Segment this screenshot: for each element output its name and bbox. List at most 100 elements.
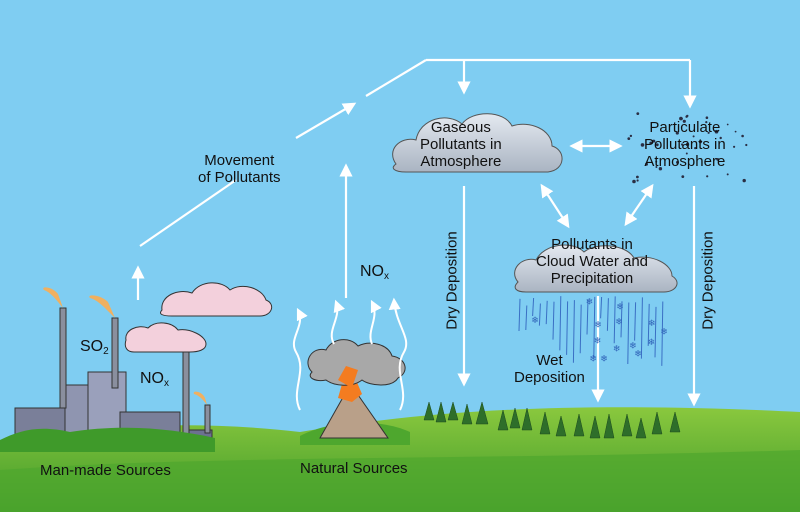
particle-dot bbox=[658, 167, 663, 171]
particle-dot bbox=[636, 112, 640, 115]
rain-streak bbox=[654, 306, 657, 358]
particle-dot bbox=[745, 143, 748, 147]
cloud-water-line-1: Pollutants in bbox=[551, 236, 633, 253]
arrow-movement-upper bbox=[295, 102, 357, 139]
rain-streak bbox=[559, 296, 562, 351]
particulate-line-3: Atmosphere bbox=[644, 153, 726, 170]
snowflake-icon: ❄ bbox=[531, 316, 539, 326]
so2-subscript: 2 bbox=[103, 346, 109, 357]
rain-streak bbox=[606, 298, 609, 331]
particle-dot bbox=[627, 137, 631, 141]
particle-dot bbox=[685, 142, 690, 147]
rain-streak bbox=[627, 302, 630, 365]
particle-dot bbox=[652, 139, 656, 143]
snowflake-icon: ❄ bbox=[648, 338, 656, 348]
dry-deposition-left-label: Dry Deposition bbox=[443, 231, 461, 330]
particulate-line-1: Particulate bbox=[649, 119, 721, 136]
particle-dot bbox=[649, 141, 653, 145]
movement-label: Movement of Pollutants bbox=[198, 152, 281, 186]
cloud-water-line-2: Cloud Water and bbox=[536, 253, 649, 270]
so2-label: SO2 bbox=[80, 338, 109, 360]
gaseous-line-2: Pollutants in bbox=[420, 136, 502, 153]
volcano-illustration bbox=[300, 339, 410, 445]
rain-streak bbox=[532, 297, 535, 317]
rain-streak bbox=[634, 302, 637, 341]
snowflake-icon: ❄ bbox=[660, 327, 668, 337]
rain-streak bbox=[586, 299, 589, 335]
so2-text: SO bbox=[80, 338, 104, 355]
rain-streak bbox=[518, 298, 521, 332]
particulate-label: Particulate Pollutants in Atmosphere bbox=[644, 119, 726, 170]
particle-dot bbox=[692, 135, 695, 138]
rain-streak bbox=[600, 296, 603, 319]
particle-dot bbox=[629, 134, 633, 138]
particle-dot bbox=[685, 115, 688, 118]
particulate-particles bbox=[627, 112, 748, 184]
precipitation-cloud bbox=[514, 244, 678, 293]
snowflake-icon: ❄ bbox=[594, 337, 602, 347]
snowflake-icon: ❄ bbox=[613, 344, 621, 354]
man-made-sources-label: Man-made Sources bbox=[40, 462, 171, 479]
particulate-line-2: Pollutants in bbox=[644, 136, 726, 153]
particle-dot bbox=[682, 119, 686, 123]
snowflake-icon: ❄ bbox=[615, 317, 623, 327]
snowflake-icon: ❄ bbox=[634, 350, 642, 360]
nox-factory-text: NO bbox=[140, 370, 164, 387]
rain-streak bbox=[640, 297, 643, 359]
gaseous-line-3: Atmosphere bbox=[420, 153, 502, 170]
movement-line-2: of Pollutants bbox=[198, 169, 281, 186]
snowflake-icon: ❄ bbox=[589, 354, 597, 364]
particle-dot bbox=[685, 152, 688, 155]
gaseous-cloud bbox=[392, 113, 563, 173]
particle-dot bbox=[726, 173, 729, 176]
rain-streak bbox=[613, 296, 616, 344]
nox-volcano-label: NOx bbox=[360, 263, 389, 285]
cloud-water-line-3: Precipitation bbox=[550, 270, 634, 287]
gaseous-label: Gaseous Pollutants in Atmosphere bbox=[420, 119, 502, 170]
rain-streak bbox=[566, 301, 569, 355]
arrow-movement-lower bbox=[139, 179, 237, 247]
pink-clouds bbox=[124, 282, 273, 353]
nox-factory-subscript: x bbox=[164, 378, 169, 389]
rain-streak bbox=[647, 303, 650, 346]
particle-dot bbox=[632, 179, 636, 184]
snowflake-icon: ❄ bbox=[594, 321, 602, 331]
particle-dot bbox=[742, 178, 746, 183]
particle-dot bbox=[655, 166, 658, 168]
particle-dot bbox=[734, 130, 737, 133]
factory-illustration bbox=[0, 287, 215, 452]
snowflake-icon: ❄ bbox=[586, 298, 594, 308]
snowflake-icon: ❄ bbox=[648, 319, 656, 329]
particle-dot bbox=[698, 140, 703, 144]
nox-volcano-text: NO bbox=[360, 263, 384, 280]
rain-streak bbox=[579, 304, 582, 354]
particle-dot bbox=[694, 147, 697, 150]
particle-dot bbox=[636, 175, 639, 179]
snowflake-icon: ❄ bbox=[600, 354, 608, 364]
nox-volcano-subscript: x bbox=[384, 271, 389, 282]
particle-dot bbox=[645, 162, 648, 166]
rain-streak bbox=[545, 300, 548, 325]
arrow-gas-cloud bbox=[540, 183, 570, 229]
particle-dot bbox=[716, 158, 720, 161]
particle-dot bbox=[655, 160, 658, 163]
wet-deposition-line-1: Wet bbox=[536, 352, 563, 369]
particle-dot bbox=[707, 131, 710, 134]
movement-line-1: Movement bbox=[204, 152, 275, 169]
dry-deposition-right-label: Dry Deposition bbox=[699, 231, 717, 330]
rain-streak bbox=[525, 305, 528, 331]
particle-dot bbox=[741, 134, 744, 138]
particle-dot bbox=[679, 116, 683, 121]
particle-dot bbox=[676, 160, 679, 164]
particle-dot bbox=[714, 129, 719, 134]
rain-streak bbox=[572, 300, 575, 363]
natural-sources-label: Natural Sources bbox=[300, 460, 408, 477]
particle-dot bbox=[726, 123, 729, 126]
gaseous-line-1: Gaseous bbox=[430, 119, 491, 136]
particle-dot bbox=[636, 179, 639, 182]
particle-dot bbox=[719, 136, 722, 140]
particle-dot bbox=[675, 131, 679, 135]
particle-dot bbox=[640, 143, 645, 147]
cloud-water-label: Pollutants in Cloud Water and Precipitat… bbox=[536, 236, 648, 287]
